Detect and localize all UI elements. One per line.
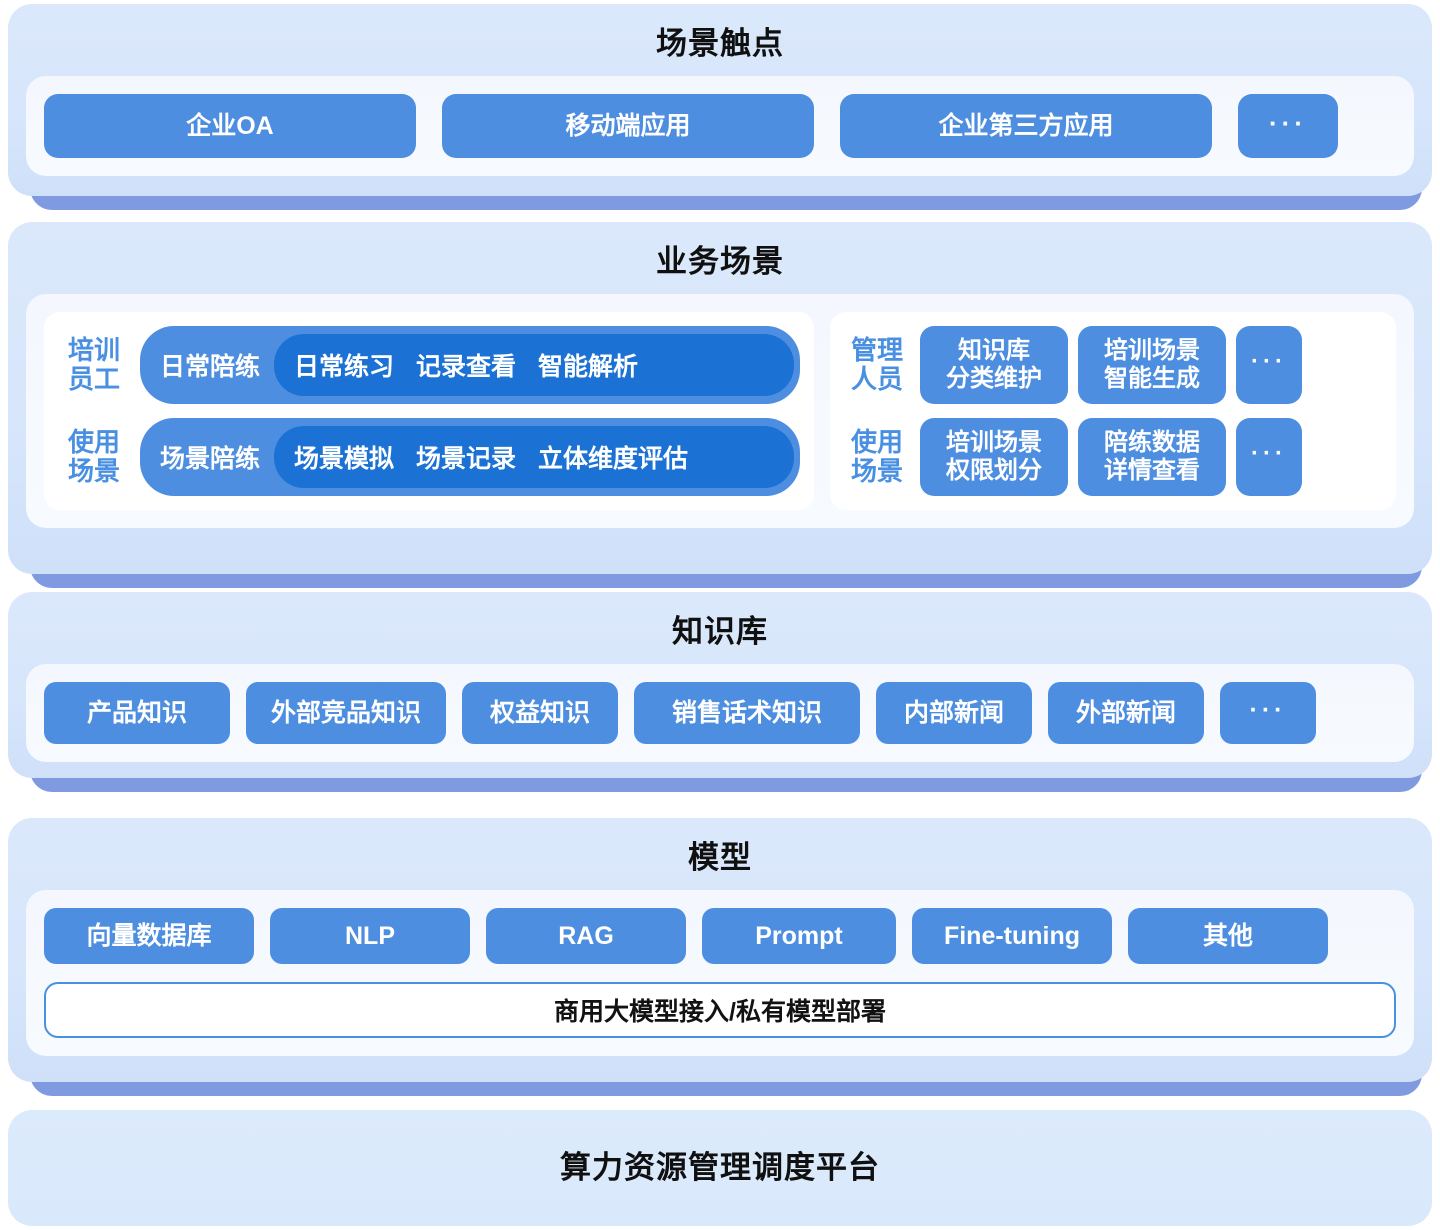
- knowledge-item-internal-news[interactable]: 内部新闻: [876, 682, 1032, 745]
- knowledge-item-external-news[interactable]: 外部新闻: [1048, 682, 1204, 745]
- layer-touchpoints: 场景触点 企业OA 移动端应用 企业第三方应用 ···: [8, 4, 1432, 210]
- model-item-prompt[interactable]: Prompt: [702, 908, 896, 965]
- layer-card-knowledge: 知识库 产品知识 外部竞品知识 权益知识 销售话术知识 内部新闻 外部新闻 ··…: [8, 592, 1432, 778]
- layer-card-model: 模型 向量数据库 NLP RAG Prompt Fine-tuning 其他 商…: [8, 818, 1432, 1082]
- feature-smart-analysis[interactable]: 智能解析: [538, 353, 639, 382]
- knowledge-panel: 产品知识 外部竞品知识 权益知识 销售话术知识 内部新闻 外部新闻 ···: [26, 664, 1414, 763]
- model-item-nlp[interactable]: NLP: [270, 908, 470, 965]
- layer-card-business: 业务场景 培训 员工 日常陪练 日常练习 记: [8, 222, 1432, 574]
- role-label-usage-scenario-left: 使用 场景: [67, 427, 120, 487]
- admin-group: 管理 人员 知识库 分类维护 培训场景 智能生成 ··· 使用 场景 培训场景 …: [830, 312, 1396, 511]
- layer-title-model: 模型: [688, 840, 752, 875]
- admin-scenario-row: 使用 场景 培训场景 权限划分 陪练数据 详情查看 ···: [844, 418, 1382, 497]
- model-item-fine-tuning[interactable]: Fine-tuning: [912, 908, 1112, 965]
- admin-scenario-more-icon[interactable]: ···: [1236, 418, 1302, 497]
- layer-model: 模型 向量数据库 NLP RAG Prompt Fine-tuning 其他 商…: [8, 818, 1432, 1096]
- touchpoint-item-more-icon[interactable]: ···: [1238, 94, 1338, 159]
- admin-row: 管理 人员 知识库 分类维护 培训场景 智能生成 ···: [844, 326, 1382, 405]
- knowledge-item-benefits[interactable]: 权益知识: [462, 682, 618, 745]
- layer-compute-platform: 算力资源管理调度平台: [8, 1110, 1432, 1226]
- touchpoint-item-oa[interactable]: 企业OA: [44, 94, 416, 159]
- feature-multidim-evaluation[interactable]: 立体维度评估: [538, 445, 689, 474]
- scenario-coaching-head: 场景陪练: [160, 445, 261, 474]
- model-item-other[interactable]: 其他: [1128, 908, 1328, 965]
- model-panel: 向量数据库 NLP RAG Prompt Fine-tuning 其他 商用大模…: [26, 890, 1414, 1057]
- daily-coaching-combo[interactable]: 日常陪练 日常练习 记录查看 智能解析: [140, 326, 800, 405]
- knowledge-item-sales-script[interactable]: 销售话术知识: [634, 682, 860, 745]
- feature-record-view[interactable]: 记录查看: [416, 353, 517, 382]
- touchpoints-row: 企业OA 移动端应用 企业第三方应用 ···: [44, 94, 1396, 159]
- model-item-rag[interactable]: RAG: [486, 908, 686, 965]
- scenario-row: 使用 场景 场景陪练 场景模拟 场景记录 立体维度评估: [58, 418, 800, 497]
- knowledge-item-more-icon[interactable]: ···: [1220, 682, 1316, 745]
- business-left-column: 培训 员工 日常陪练 日常练习 记录查看 智能解析: [44, 312, 814, 511]
- model-row: 向量数据库 NLP RAG Prompt Fine-tuning 其他: [44, 908, 1396, 965]
- scenario-coaching-combo[interactable]: 场景陪练 场景模拟 场景记录 立体维度评估: [140, 418, 800, 497]
- touchpoint-item-mobile[interactable]: 移动端应用: [442, 94, 814, 159]
- business-right-column: 管理 人员 知识库 分类维护 培训场景 智能生成 ··· 使用 场景 培训场景 …: [830, 312, 1396, 511]
- layer-business-scenarios: 业务场景 培训 员工 日常陪练 日常练习 记: [8, 222, 1432, 588]
- touchpoint-item-thirdparty[interactable]: 企业第三方应用: [840, 94, 1212, 159]
- knowledge-row: 产品知识 外部竞品知识 权益知识 销售话术知识 内部新闻 外部新闻 ···: [44, 682, 1396, 745]
- role-label-usage-scenario-right: 使用 场景: [850, 427, 903, 487]
- admin-training-scenario-generation[interactable]: 培训场景 智能生成: [1078, 326, 1226, 405]
- admin-more-icon[interactable]: ···: [1236, 326, 1302, 405]
- knowledge-item-product[interactable]: 产品知识: [44, 682, 230, 745]
- layer-title-platform: 算力资源管理调度平台: [560, 1149, 880, 1185]
- trainee-group: 培训 员工 日常陪练 日常练习 记录查看 智能解析: [44, 312, 814, 511]
- business-columns: 培训 员工 日常陪练 日常练习 记录查看 智能解析: [44, 312, 1396, 511]
- role-label-admin: 管理 人员: [850, 335, 903, 395]
- feature-scenario-simulation[interactable]: 场景模拟: [294, 445, 395, 474]
- feature-scenario-record[interactable]: 场景记录: [416, 445, 517, 474]
- admin-training-scenario-permission[interactable]: 培训场景 权限划分: [920, 418, 1068, 497]
- model-item-vector-db[interactable]: 向量数据库: [44, 908, 254, 965]
- admin-coaching-data-detail[interactable]: 陪练数据 详情查看: [1078, 418, 1226, 497]
- knowledge-item-competitor[interactable]: 外部竞品知识: [246, 682, 446, 745]
- daily-coaching-head: 日常陪练: [160, 353, 261, 382]
- model-deployment-bar: 商用大模型接入/私有模型部署: [44, 982, 1396, 1039]
- layer-card-touchpoints: 场景触点 企业OA 移动端应用 企业第三方应用 ···: [8, 4, 1432, 196]
- layer-knowledge-base: 知识库 产品知识 外部竞品知识 权益知识 销售话术知识 内部新闻 外部新闻 ··…: [8, 592, 1432, 792]
- admin-kb-category-maintenance[interactable]: 知识库 分类维护: [920, 326, 1068, 405]
- touchpoints-panel: 企业OA 移动端应用 企业第三方应用 ···: [26, 76, 1414, 177]
- feature-daily-practice[interactable]: 日常练习: [294, 353, 395, 382]
- trainee-row: 培训 员工 日常陪练 日常练习 记录查看 智能解析: [58, 326, 800, 405]
- layer-card-platform: 算力资源管理调度平台: [8, 1110, 1432, 1226]
- scenario-coaching-features: 场景模拟 场景记录 立体维度评估: [274, 426, 794, 489]
- daily-coaching-features: 日常练习 记录查看 智能解析: [274, 334, 794, 397]
- business-panel: 培训 员工 日常陪练 日常练习 记录查看 智能解析: [26, 294, 1414, 529]
- role-label-trainee: 培训 员工: [67, 335, 120, 395]
- layer-title-knowledge: 知识库: [672, 614, 768, 649]
- layer-title-touchpoints: 场景触点: [656, 26, 784, 61]
- layer-title-business: 业务场景: [656, 244, 784, 279]
